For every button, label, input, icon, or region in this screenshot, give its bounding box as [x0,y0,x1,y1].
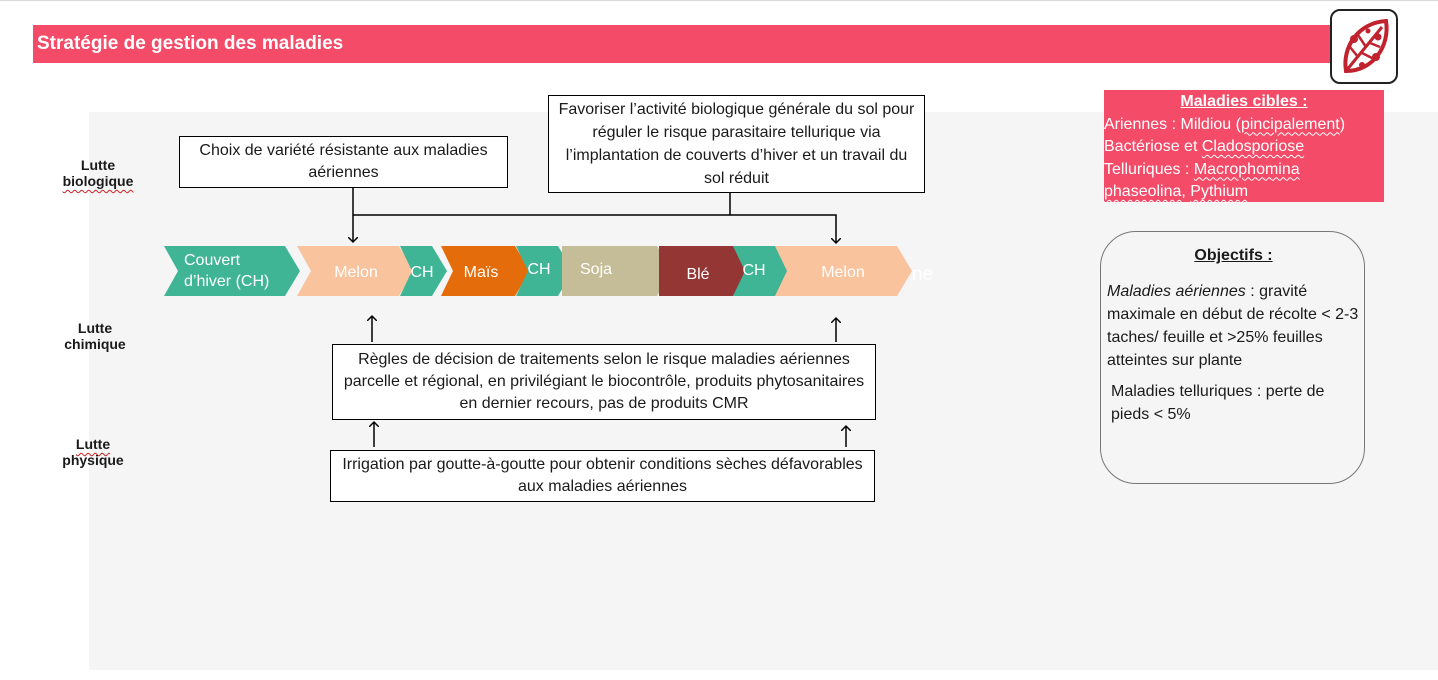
rotation-step-label-9: Melon [821,264,865,281]
label-lutte-physique: Lutte physique [62,436,124,468]
objectif-telluriques: Maladies telluriques : perte de pieds < … [1111,383,1325,423]
box-variete-resistante: Choix de variété résistante aux maladies… [179,136,508,188]
maladies-bacteriose-line: Bactériose et Cladosporiose [1104,138,1305,155]
page-title: Stratégie de gestion des maladies [33,25,1398,63]
box-regles-decision: Règles de décision de traitements selon … [332,344,876,420]
rotation-step-8 [733,246,790,296]
maladies-cibles-title: Maladies cibles : [1180,93,1308,110]
rotation-step-label-4: Maïs [464,264,499,281]
box-activite-sol: Favoriser l’activité biologique générale… [548,95,925,193]
objectif-aeriennes: Maladies aériennes : gravité maximale en… [1107,283,1359,369]
rotation-step-label-5: CH [527,261,550,278]
objectifs-title: Objectifs : [1194,247,1273,264]
rotation-step-label-8: CH [742,262,765,279]
box-irrigation: Irrigation par goutte-à-goutte pour obte… [330,450,875,502]
diseased-leaf-icon [1343,18,1389,74]
rotation-step-2 [297,246,414,296]
rotation-step-7 [659,246,748,296]
rotation-step-9 [775,246,912,296]
arrow-sol-to-melon-2 [353,214,836,243]
objectifs-box: Objectifs : Maladies aériennes : gravité… [1100,231,1365,484]
maladies-telluriques-line: Telluriques : Macrophomina [1104,160,1300,178]
label-lutte-biologique: Lutte biologique [62,157,134,189]
logo [1330,9,1398,84]
rotation-step-1 [164,246,300,296]
maladies-telluriques-line-2: phaseolina, Pythium [1104,183,1249,200]
rotation-step-label-3: CH [410,264,433,281]
rotation-step-label-7: Blé [686,266,709,283]
maladies-cibles-box: Maladies cibles : Ariennes : Mildiou (pi… [1104,90,1384,202]
maladies-ariennes-line: Ariennes : Mildiou (pincipalement) [1104,115,1346,133]
rotation-step-4 [441,246,530,296]
rotation-step-6 [562,246,672,296]
top-rule [0,0,1438,1]
rotation-step-label-6: Soja [580,261,612,278]
rotation-step-5 [516,246,573,296]
hidden-overflow-text: ne [912,264,934,285]
label-lutte-chimique: Lutte chimique [64,320,126,352]
rotation-step-label-2: Melon [334,264,378,281]
rotation-step-3 [400,246,447,296]
